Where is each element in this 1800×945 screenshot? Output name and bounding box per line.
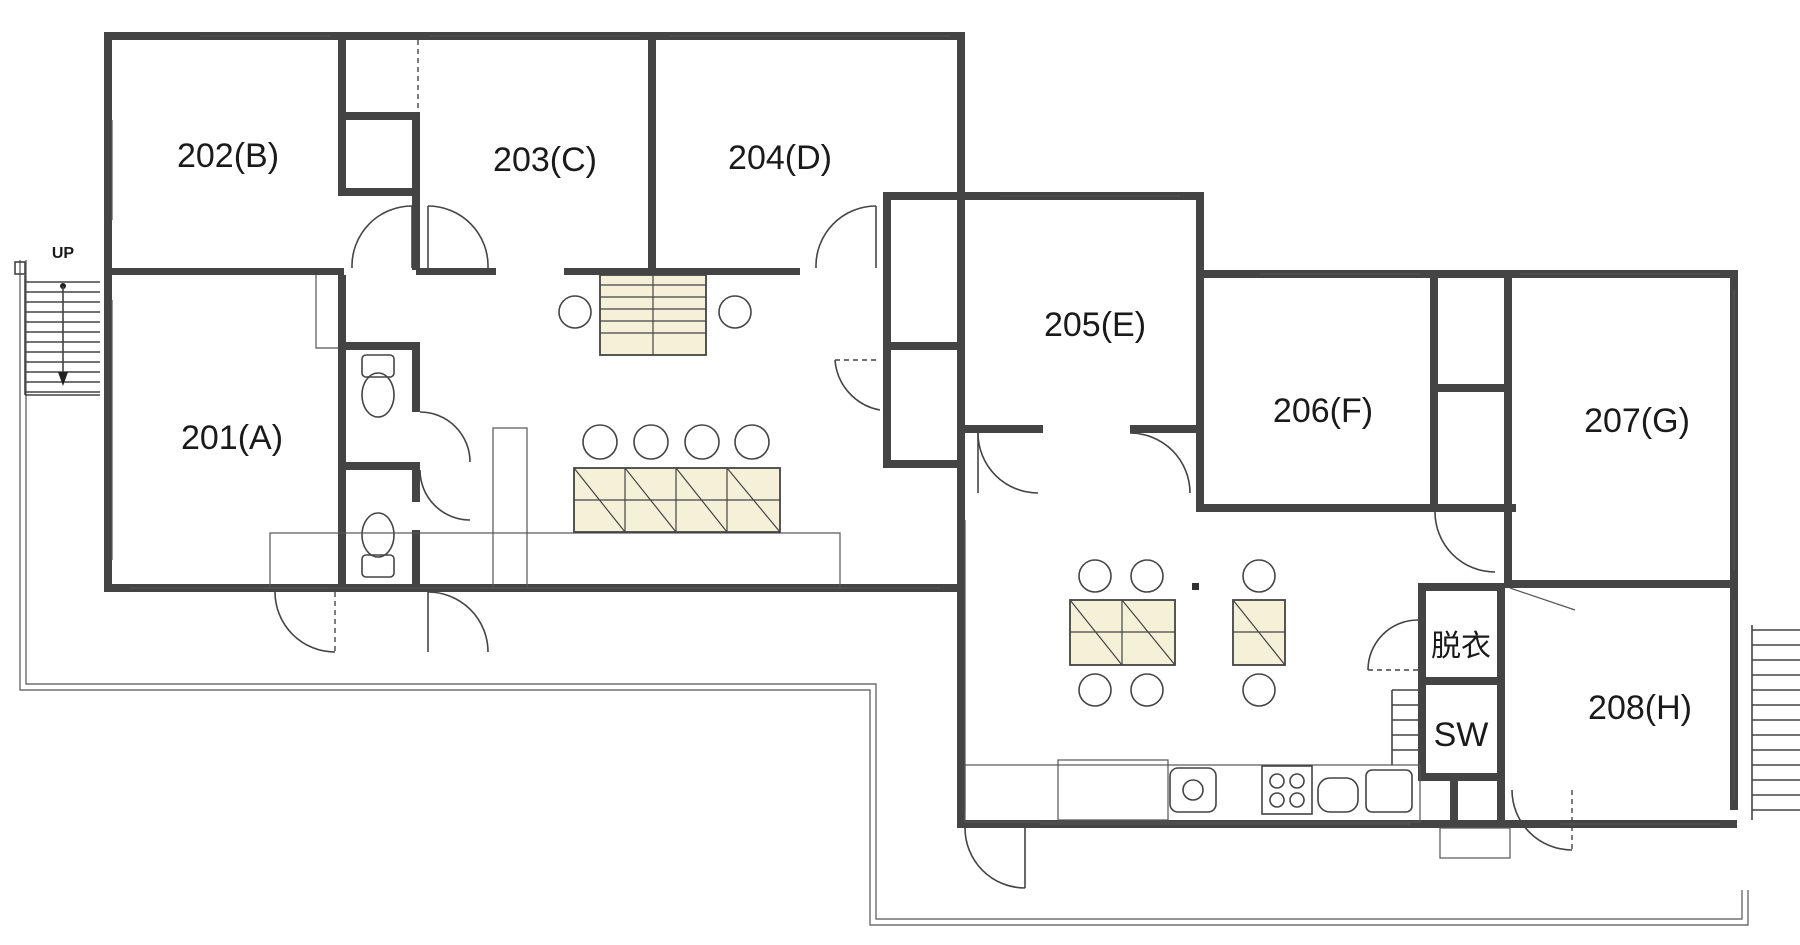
doors-west: [274, 40, 881, 653]
staircase: UP: [14, 245, 100, 396]
terrace-outline: [19, 260, 1749, 926]
doors-east: [964, 432, 1573, 889]
stair-up-label: UP: [52, 245, 75, 262]
room-label-shower: SW: [1434, 716, 1489, 754]
toilets: [361, 354, 395, 578]
room-label-changing: 脱衣: [1431, 630, 1491, 663]
windows-west: [111, 35, 950, 589]
room-label-207: 207(G): [1584, 402, 1690, 440]
lounge-tables-east: [1069, 583, 1286, 666]
exterior-steps-right: [1751, 625, 1800, 820]
lounge-tables-west: [573, 274, 781, 533]
room-label-202: 202(B): [177, 137, 279, 175]
lounge-counter-west: [269, 275, 841, 589]
room-label-204: 204(D): [728, 139, 832, 177]
room-label-206: 206(F): [1273, 392, 1373, 430]
windows-east: [964, 195, 1735, 825]
west-wing-walls: [104, 32, 965, 592]
inner-steps: [1391, 689, 1511, 859]
room-label-205: 205(E): [1044, 306, 1146, 344]
room-label-201: 201(A): [181, 419, 283, 457]
east-wing-walls: [957, 192, 1738, 828]
room-label-203: 203(C): [493, 141, 597, 179]
chairs-east: [1078, 559, 1276, 707]
room-label-208: 208(H): [1588, 689, 1692, 727]
kitchen-counter: [964, 759, 1421, 823]
chairs-west: [558, 295, 770, 460]
